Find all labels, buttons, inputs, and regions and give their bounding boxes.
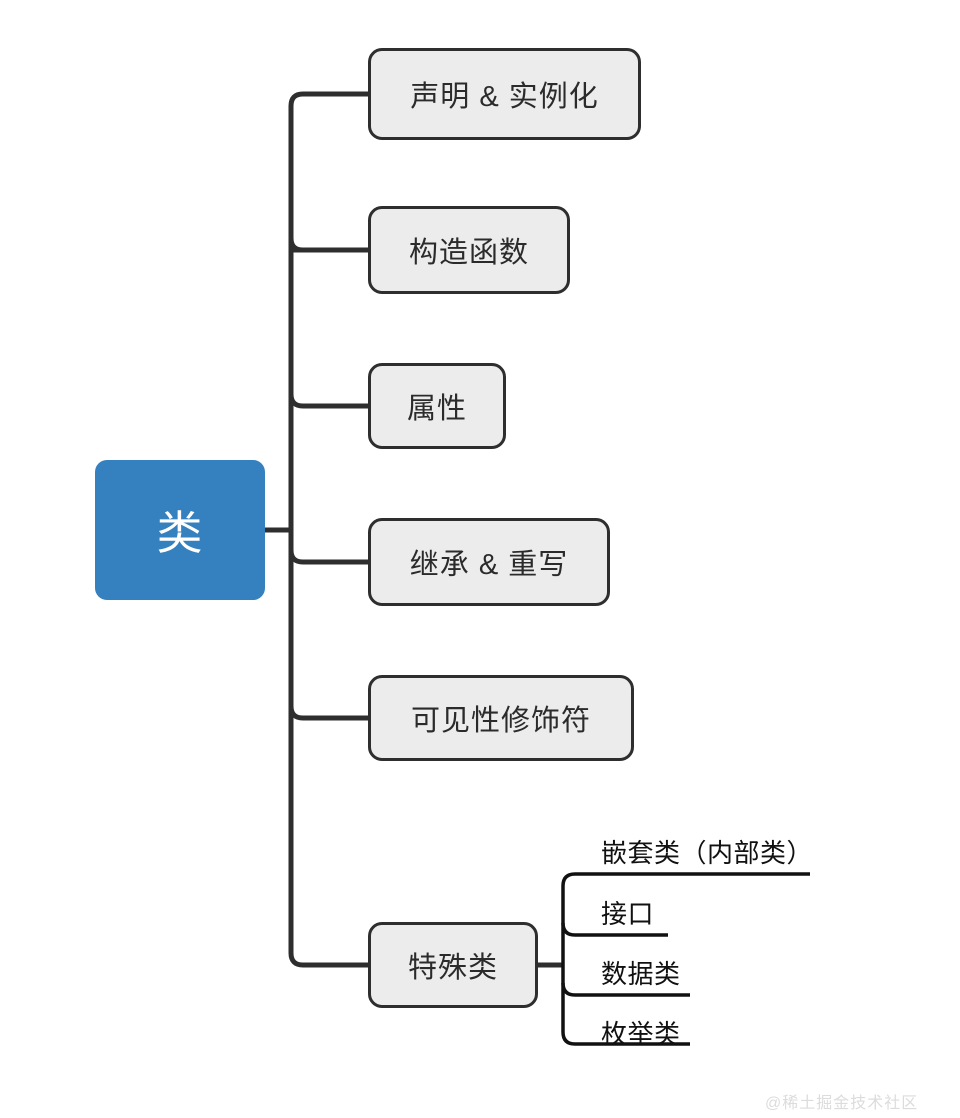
leaf-label-enum-class[interactable]: 枚举类 bbox=[601, 1014, 681, 1051]
branch-node-inheritance[interactable]: 继承 & 重写 bbox=[368, 518, 610, 606]
branch-node-visibility[interactable]: 可见性修饰符 bbox=[368, 675, 634, 761]
leaf-text: 数据类 bbox=[601, 959, 681, 989]
connector-sub-trunk bbox=[561, 872, 576, 1046]
connector-arm-2 bbox=[288, 237, 368, 253]
connector-trunk bbox=[288, 91, 304, 968]
branch-node-label: 属性 bbox=[406, 393, 467, 425]
root-node[interactable]: 类 bbox=[95, 460, 265, 600]
connector-arm-5 bbox=[288, 705, 368, 721]
branch-node-label: 特殊类 bbox=[407, 952, 498, 984]
branch-node-label: 可见性修饰符 bbox=[410, 705, 591, 737]
leaf-text: 接口 bbox=[601, 899, 655, 929]
watermark-text: @稀土掘金技术社区 bbox=[765, 1095, 919, 1112]
leaf-text: 嵌套类（内部类） bbox=[601, 838, 814, 868]
branch-node-properties[interactable]: 属性 bbox=[368, 363, 506, 449]
branch-node-declaration[interactable]: 声明 & 实例化 bbox=[368, 48, 641, 140]
leaf-label-data-class[interactable]: 数据类 bbox=[601, 954, 681, 991]
branch-node-label: 构造函数 bbox=[408, 237, 529, 269]
watermark: @稀土掘金技术社区 bbox=[765, 1089, 918, 1113]
connector-arm-3 bbox=[288, 393, 368, 409]
branch-node-label: 声明 & 实例化 bbox=[410, 81, 599, 113]
leaf-label-interface[interactable]: 接口 bbox=[601, 894, 654, 931]
connector-arm-4 bbox=[288, 549, 368, 565]
leaf-text: 枚举类 bbox=[601, 1019, 681, 1049]
root-node-label: 类 bbox=[156, 507, 204, 559]
leaf-label-nested-class[interactable]: 嵌套类（内部类） bbox=[601, 833, 813, 870]
branch-node-label: 继承 & 重写 bbox=[409, 549, 569, 581]
branch-node-constructor[interactable]: 构造函数 bbox=[368, 206, 570, 294]
branch-node-special-classes[interactable]: 特殊类 bbox=[368, 922, 538, 1008]
